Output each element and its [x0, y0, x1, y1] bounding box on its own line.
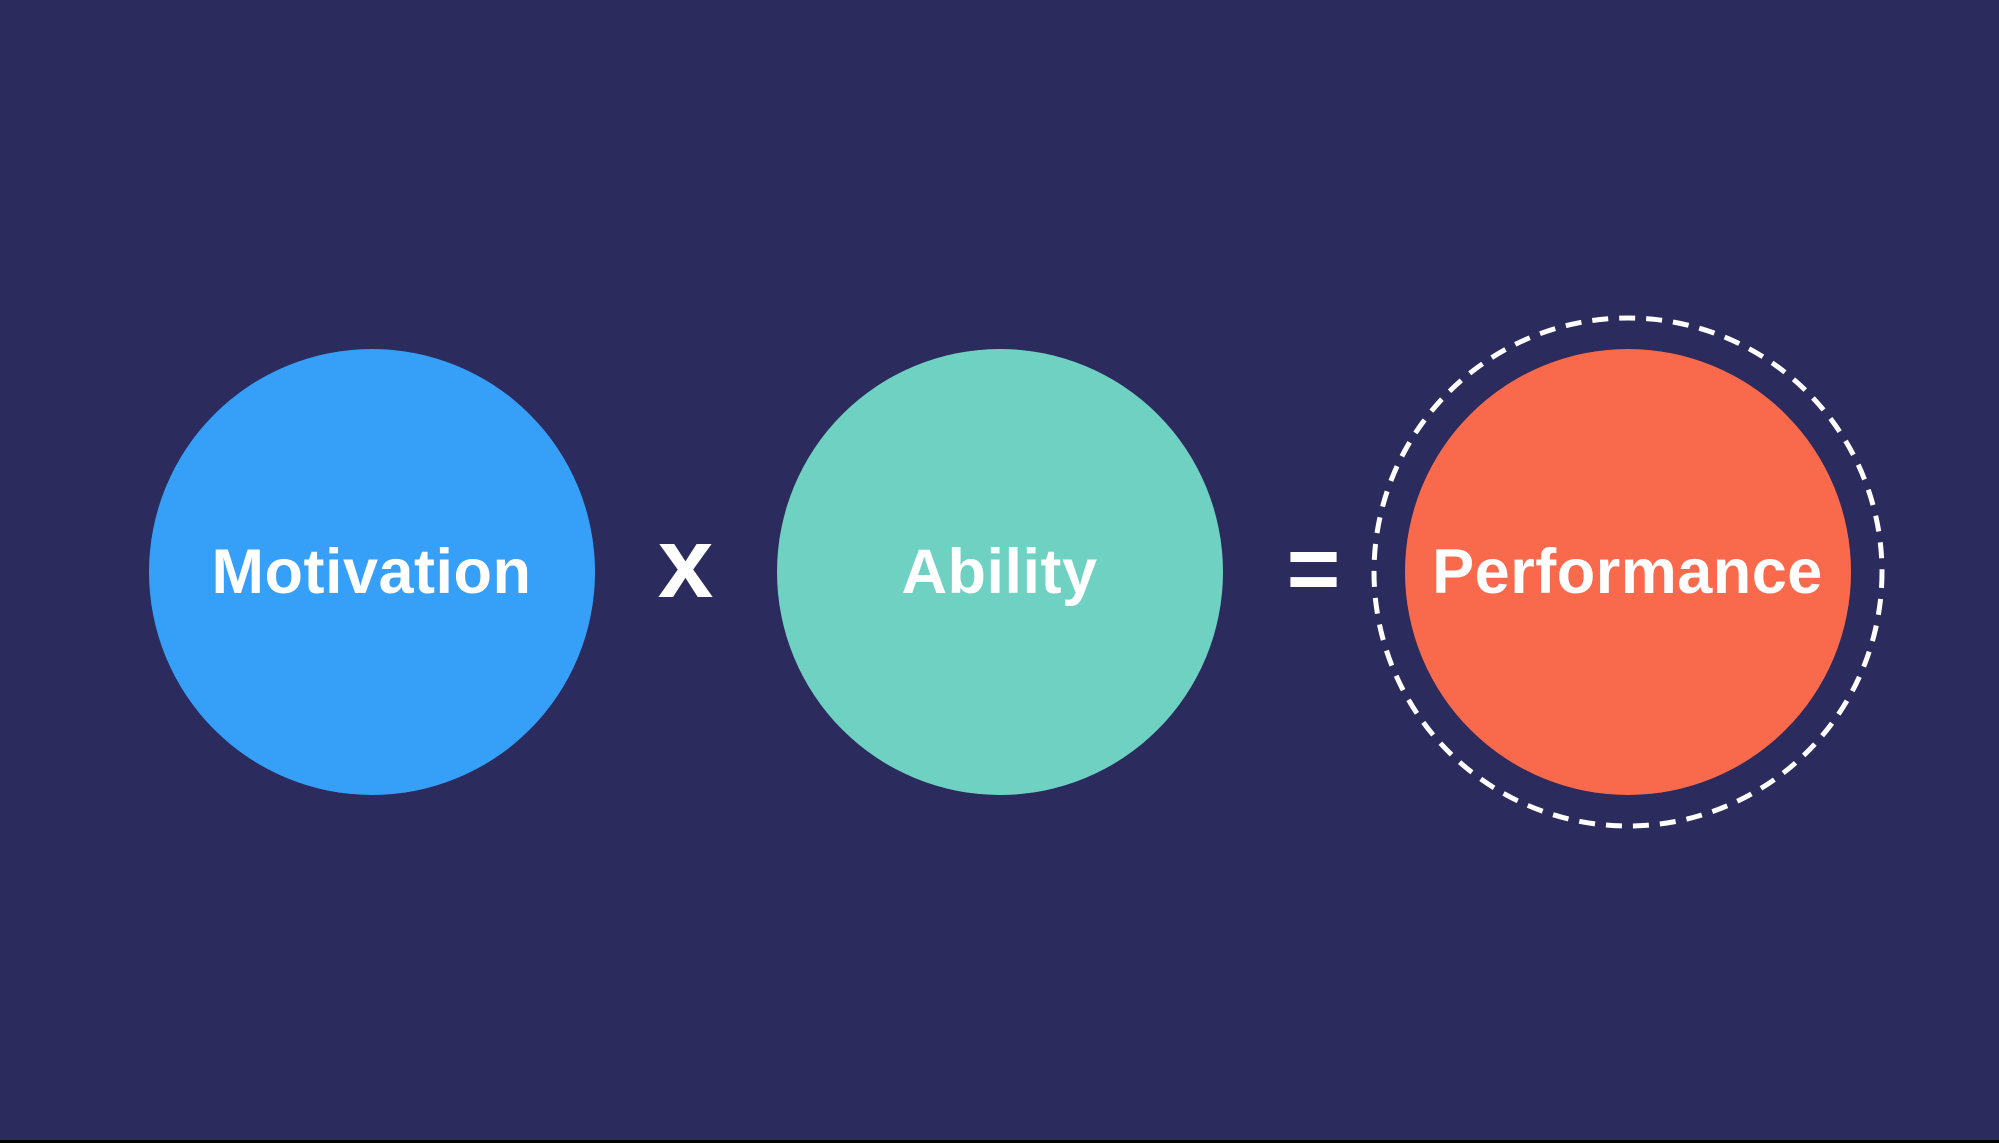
motivation-label: Motivation: [211, 536, 532, 607]
multiply-operator: x: [657, 506, 714, 619]
dashed-ring-stroke: [1371, 315, 1884, 828]
performance-label: Performance: [1432, 536, 1823, 607]
ability-label: Ability: [901, 536, 1098, 607]
motivation-circle-shape: Motivation: [148, 348, 595, 795]
dashed-ring-icon: [1371, 315, 1884, 828]
ability-circle: Ability: [776, 348, 1223, 795]
ability-circle-shape: Ability: [776, 348, 1223, 795]
performance-circle-shape: Performance: [1404, 348, 1851, 795]
bottom-edge-bar: [0, 1140, 1999, 1143]
equals-operator: =: [1286, 517, 1341, 620]
motivation-circle: Motivation: [148, 348, 595, 795]
performance-circle: Performance: [1371, 315, 1884, 828]
